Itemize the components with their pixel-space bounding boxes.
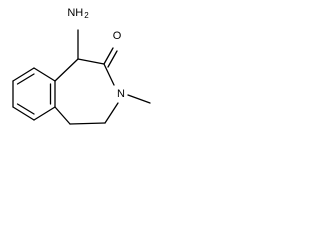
bond-benzene-3 (12, 106, 35, 121)
bond-benzene-6 (33, 67, 56, 82)
bond-benzene-4 (33, 106, 56, 121)
bond-ring-c1 (54, 58, 79, 82)
bond-ring-c5 (54, 106, 71, 125)
aromatic-inner-bond-1 (16, 73, 35, 85)
molecule-diagram: NH2 O N (0, 0, 204, 142)
bond-ring-n1 (104, 102, 119, 124)
bond-ring-c3 (103, 63, 115, 86)
structure-svg: NH2 O N (12, 7, 151, 125)
amine-label: NH2 (67, 7, 89, 20)
bond-benzene-1 (12, 67, 35, 82)
bond-carbonyl-2 (107, 50, 118, 68)
amine-label-main: NH (67, 7, 83, 19)
bond-carbonyl-1 (103, 47, 114, 65)
bond-methyl (127, 94, 151, 104)
bond-ring-c2 (77, 58, 105, 65)
ring-nitrogen-label: N (117, 88, 125, 100)
carbonyl-oxygen-label: O (113, 30, 122, 42)
amine-subscript: 2 (84, 11, 89, 20)
bond-ring-c4 (69, 122, 106, 125)
aromatic-inner-bond-2 (16, 103, 35, 115)
